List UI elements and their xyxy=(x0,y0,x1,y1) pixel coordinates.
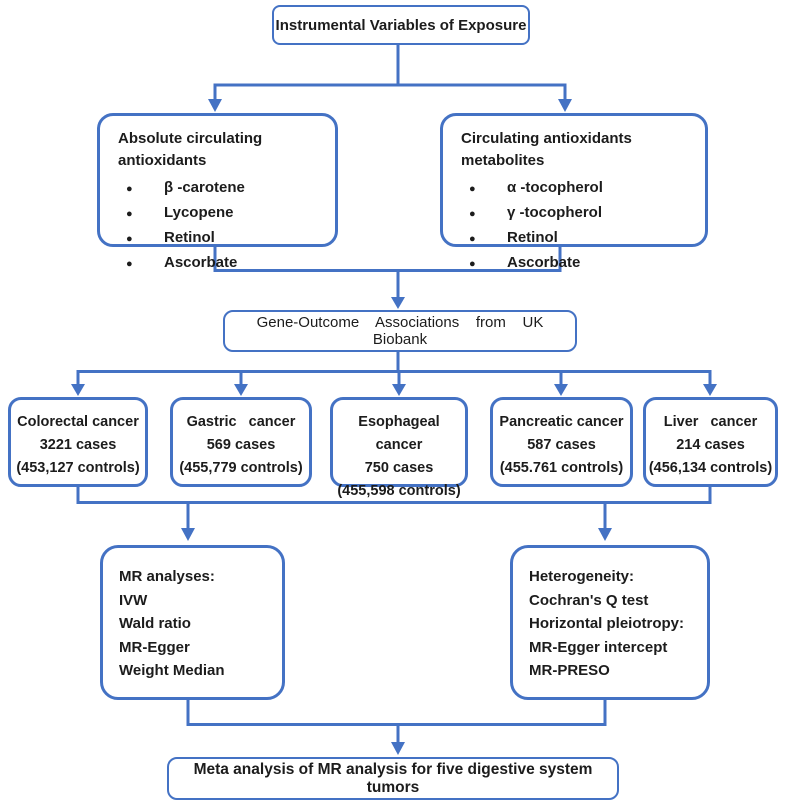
list-item: ● Retinol xyxy=(461,226,695,251)
analysis-line: Weight Median xyxy=(119,662,225,679)
bullet-icon: ● xyxy=(469,183,476,195)
node-antioxidant-metabolites: Circulating antioxidants metabolites ● α… xyxy=(440,113,708,271)
bullet-icon: ● xyxy=(126,258,133,270)
node-liver-cancer: Liver cancer 214 cases (456,134 controls… xyxy=(643,397,778,487)
connector-exposure-merge xyxy=(213,247,562,272)
bullet-icon: ● xyxy=(469,233,476,245)
list-item: ● Lycopene xyxy=(118,201,325,226)
list-item: ● Ascorbate xyxy=(461,251,695,276)
list-item-label: γ -tocopherol xyxy=(507,204,603,221)
arrow-down-icon xyxy=(181,528,195,541)
outcome-controls: (456,134 controls) xyxy=(648,460,773,476)
outcome-cases: 214 cases xyxy=(676,437,745,453)
node-title: Circulating antioxidants metabolites xyxy=(461,130,637,169)
arrow-down-icon xyxy=(234,384,248,396)
connector-top-split xyxy=(213,83,567,101)
analysis-line: MR-Egger xyxy=(119,638,190,656)
arrow-down-icon xyxy=(71,384,85,396)
outcome-controls: (455,779 controls) xyxy=(179,460,303,476)
list-item-label: Lycopene xyxy=(164,204,234,221)
outcome-name: Gastric cancer xyxy=(186,414,296,430)
analysis-line: Cochran's Q test xyxy=(529,591,649,609)
node-label: Meta analysis of MR analysis for five di… xyxy=(193,760,597,796)
analysis-line: MR-PRESO xyxy=(529,662,610,679)
node-title: Absolute circulating antioxidants xyxy=(118,130,267,169)
outcome-cases: 750 cases xyxy=(364,460,434,476)
connector-lines xyxy=(76,45,712,744)
outcome-name: Pancreatic cancer xyxy=(499,414,624,430)
list-item-label: α -tocopherol xyxy=(507,179,603,196)
bullet-icon: ● xyxy=(469,208,476,220)
list-item: ● β -carotene xyxy=(118,176,325,201)
list-item-label: Retinol xyxy=(164,229,215,246)
arrow-down-icon xyxy=(558,99,572,112)
outcome-controls: (455.761 controls) xyxy=(499,460,624,476)
outcome-name: Colorectal cancer xyxy=(17,414,139,430)
node-label: Gene-Outcome Associations from UK Bioban… xyxy=(256,314,561,348)
node-absolute-antioxidants: Absolute circulating antioxidants ● β -c… xyxy=(97,113,338,271)
arrow-down-icon xyxy=(703,384,717,396)
node-label: Instrumental Variables of Exposure xyxy=(275,16,527,34)
analysis-line: MR-Egger intercept xyxy=(529,638,668,656)
node-gastric-cancer: Gastric cancer 569 cases (455,779 contro… xyxy=(170,397,312,487)
list-item: ● γ -tocopherol xyxy=(461,201,695,226)
analysis-line: IVW xyxy=(119,591,148,609)
outcome-cases: 587 cases xyxy=(527,437,596,453)
arrow-down-icon xyxy=(391,297,405,309)
list-item-label: β -carotene xyxy=(164,179,245,196)
list-item: ● Retinol xyxy=(118,226,325,251)
outcome-name: Esophageal cancer xyxy=(358,414,444,453)
node-instrumental-variables: Instrumental Variables of Exposure xyxy=(272,5,530,45)
outcome-cases: 3221 cases xyxy=(39,437,117,453)
node-sensitivity-analyses: Heterogeneity: Cochran's Q test Horizont… xyxy=(510,545,710,700)
analysis-line: MR analyses: xyxy=(119,568,215,585)
arrow-down-icon xyxy=(208,99,222,112)
arrow-down-icon xyxy=(554,384,568,396)
list-item-label: Ascorbate xyxy=(164,254,238,271)
bullet-icon: ● xyxy=(126,233,133,245)
connector-analysis-merge xyxy=(186,700,607,726)
node-colorectal-cancer: Colorectal cancer 3221 cases (453,127 co… xyxy=(8,397,148,487)
bullet-icon: ● xyxy=(469,258,476,270)
analysis-line: Horizontal pleiotropy: xyxy=(529,615,684,632)
outcome-controls: (453,127 controls) xyxy=(16,460,140,476)
connector-outcome-split xyxy=(76,370,712,386)
list-item: ● α -tocopherol xyxy=(461,176,695,201)
node-mr-analyses: MR analyses: IVW Wald ratio MR-Egger Wei… xyxy=(100,545,285,700)
list-item-label: Retinol xyxy=(507,229,558,246)
arrow-down-icon xyxy=(392,384,406,396)
analysis-line: Heterogeneity: xyxy=(529,568,635,585)
node-meta-analysis: Meta analysis of MR analysis for five di… xyxy=(167,757,619,800)
arrow-down-icon xyxy=(391,742,405,755)
outcome-controls: (455,598 controls) xyxy=(337,483,461,499)
arrow-down-icon xyxy=(598,528,612,541)
analysis-line: Wald ratio xyxy=(119,615,191,632)
list-item-label: Ascorbate xyxy=(507,254,581,271)
bullet-icon: ● xyxy=(126,208,133,220)
arrowheads xyxy=(71,99,717,755)
outcome-name: Liver cancer xyxy=(663,414,758,430)
node-gene-outcome-associations: Gene-Outcome Associations from UK Bioban… xyxy=(223,310,577,352)
node-pancreatic-cancer: Pancreatic cancer 587 cases (455.761 con… xyxy=(490,397,633,487)
bullet-icon: ● xyxy=(126,183,133,195)
list-item: ● Ascorbate xyxy=(118,251,325,276)
outcome-cases: 569 cases xyxy=(206,437,276,453)
node-esophageal-cancer: Esophageal cancer 750 cases (455,598 con… xyxy=(330,397,468,499)
connector-outcome-merge xyxy=(76,487,712,504)
